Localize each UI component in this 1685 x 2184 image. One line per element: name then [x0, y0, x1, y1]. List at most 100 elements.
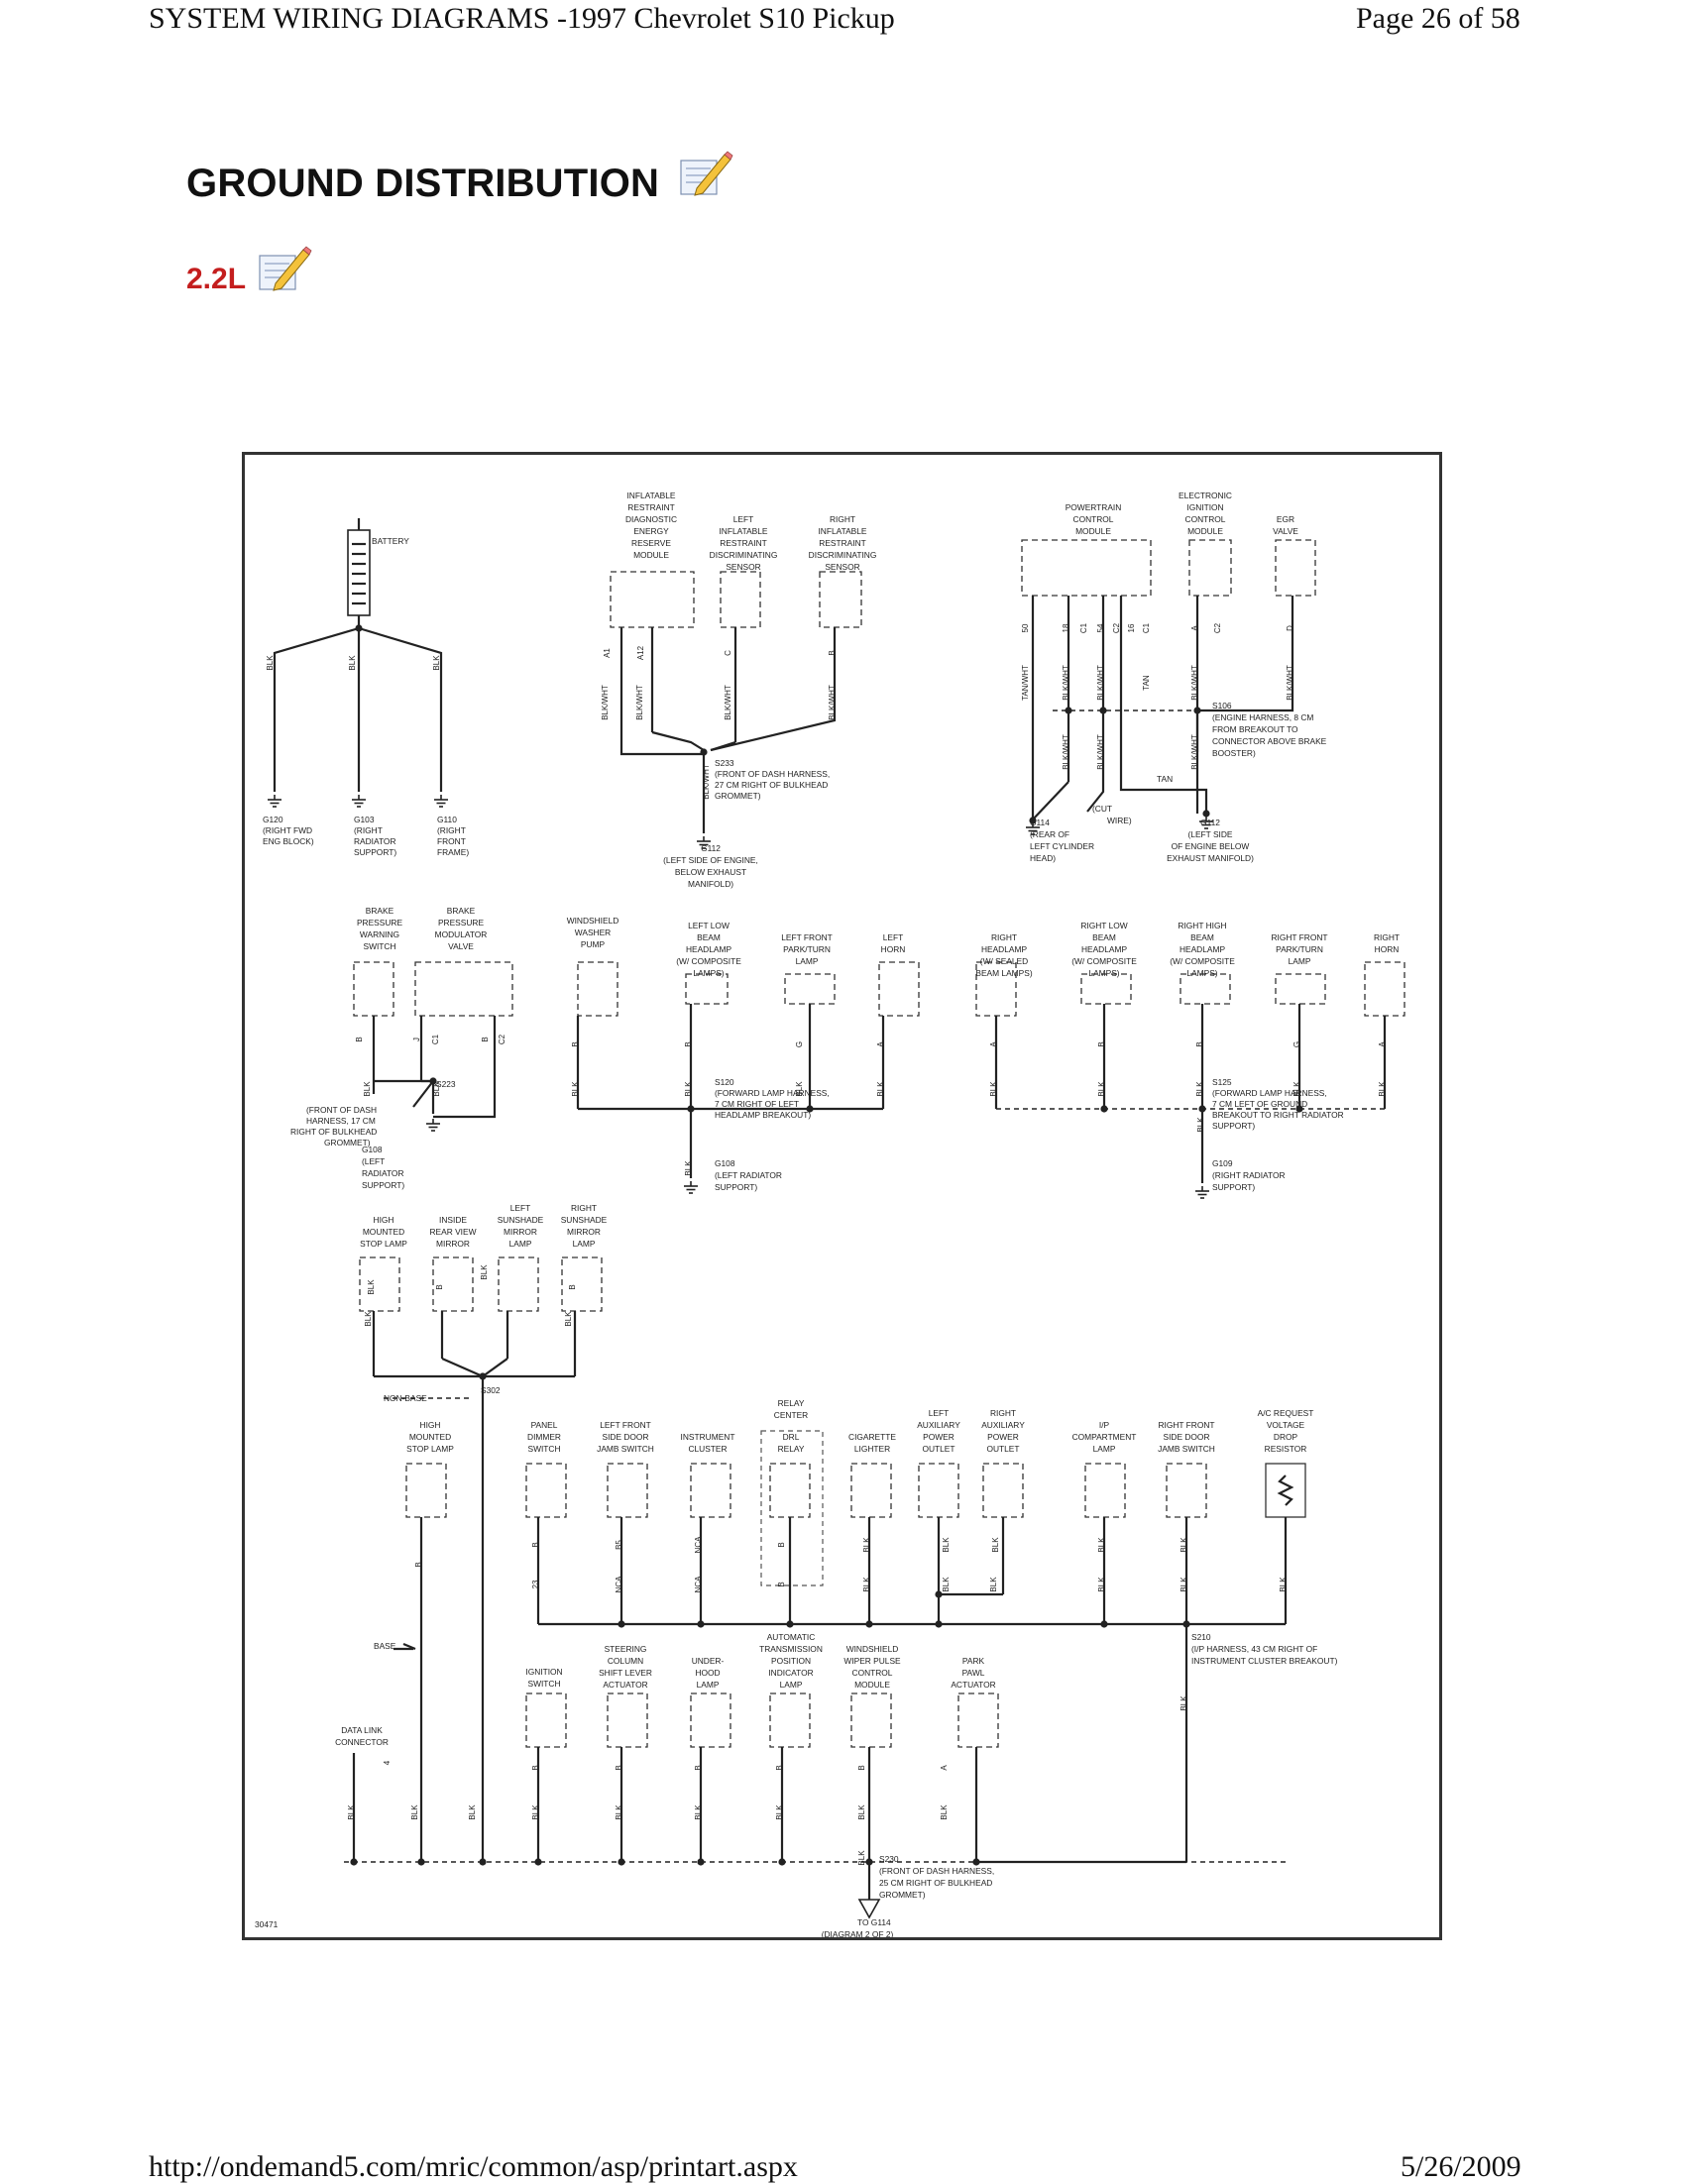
- wire-code-label: BLK: [989, 1577, 998, 1592]
- diagram-label: LEFT: [733, 514, 753, 524]
- wire-code-label: D: [1286, 625, 1294, 631]
- diagram-label: (REAR OF: [1030, 829, 1069, 839]
- diagram-label: MODULATOR: [435, 929, 488, 939]
- diagram-label: HEADLAMP: [981, 944, 1027, 954]
- wire-code-label: B: [435, 1284, 444, 1289]
- wire-code-label: B: [531, 1765, 540, 1770]
- arrow-down-icon: [857, 1899, 881, 1919]
- wire-code-label: 50: [1021, 623, 1030, 632]
- diagram-label: OUTLET: [922, 1444, 955, 1454]
- wire-segment: [619, 752, 704, 756]
- pencil-note-icon[interactable]: [256, 244, 313, 300]
- splice-dot: [534, 1858, 542, 1866]
- diagram-label: (LEFT SIDE: [1188, 829, 1233, 839]
- diagram-label: (FRONT OF DASH: [306, 1105, 377, 1115]
- wire-code-label: BLK: [991, 1537, 1000, 1553]
- page-title: GROUND DISTRIBUTION: [186, 162, 660, 205]
- diagram-label: G112: [1200, 818, 1220, 827]
- diagram-label: G108: [362, 1145, 383, 1154]
- wire-code-label: BLK: [942, 1537, 951, 1553]
- engine-subtitle: 2.2L: [186, 263, 247, 295]
- wire-segment: [482, 1358, 508, 1377]
- wire-code-label: BLK: [1292, 1081, 1301, 1097]
- diagram-label: FROM BREAKOUT TO: [1212, 724, 1298, 734]
- diagram-label: MIRROR: [436, 1239, 470, 1249]
- wire-code-label: BLK: [1097, 1577, 1106, 1592]
- diagram-label: S302: [481, 1385, 501, 1395]
- wire-code-label: B5: [615, 1540, 623, 1550]
- page-number: Page 26 of 58: [1356, 2, 1520, 35]
- diagram-label: SUPPORT): [362, 1180, 404, 1190]
- diagram-label: STOP LAMP: [360, 1239, 407, 1249]
- wire-segment: [1197, 709, 1294, 712]
- wire-code-label: B: [481, 1037, 490, 1041]
- diagram-label: INSTRUMENT: [681, 1432, 735, 1442]
- wire-segment: [651, 730, 705, 751]
- wire-segment: [358, 626, 443, 792]
- ground-symbol-icon: [433, 795, 449, 808]
- diagram-label: ENERGY: [633, 526, 669, 536]
- wire-code-label: BLK: [432, 655, 441, 671]
- wire-code-label: C1: [431, 1034, 440, 1044]
- diagram-label: I/P: [1099, 1420, 1110, 1430]
- diagram-label: IGNITION: [1186, 502, 1223, 512]
- pencil-note-icon[interactable]: [677, 149, 734, 205]
- diagram-label: CONNECTOR ABOVE BRAKE: [1212, 736, 1327, 746]
- splice-dot: [350, 1858, 358, 1866]
- diagram-label: BELOW EXHAUST: [675, 867, 746, 877]
- component-box: [1364, 961, 1405, 1017]
- diagram-label: GROMMET): [324, 1138, 371, 1147]
- wire-segment: [433, 1109, 497, 1119]
- component-box: [1166, 1463, 1207, 1518]
- wire-code-label: A: [989, 1041, 998, 1047]
- diagram-label: LEFT FRONT: [600, 1420, 651, 1430]
- source-url[interactable]: http://ondemand5.com/mric/common/asp/pri…: [149, 2150, 798, 2183]
- diagram-label: CONTROL: [852, 1668, 893, 1678]
- splice-dot: [865, 1620, 873, 1628]
- diagram-label: LAMP: [1093, 1444, 1116, 1454]
- diagram-label: (FRONT OF DASH HARNESS,: [879, 1866, 994, 1876]
- diagram-label: HEADLAMP: [1081, 944, 1127, 954]
- wire-code-label: BLK: [564, 1311, 573, 1327]
- ground-symbol-icon: [425, 1119, 441, 1132]
- component-box: [610, 571, 695, 628]
- diagram-label: PARK/TURN: [783, 944, 831, 954]
- diagram-label: ACTUATOR: [951, 1680, 995, 1690]
- diagram-label: OF ENGINE BELOW: [1172, 841, 1250, 851]
- diagram-label: INDICATOR: [768, 1668, 813, 1678]
- diagram-label: GROMMET): [879, 1890, 926, 1900]
- component-box: [607, 1693, 648, 1748]
- component-box: [359, 1256, 400, 1312]
- splice-dot: [786, 1620, 794, 1628]
- splice-dot: [1100, 1620, 1108, 1628]
- diagram-label: RELAY: [778, 1444, 805, 1454]
- component-box: [607, 1463, 648, 1518]
- splice-dot: [479, 1372, 487, 1380]
- wire-code-label: BLK: [347, 1804, 356, 1820]
- diagram-label: DROP: [1274, 1432, 1298, 1442]
- diagram-label: RESERVE: [631, 538, 671, 548]
- component-box: [353, 961, 394, 1017]
- diagram-label: RELAY: [778, 1398, 805, 1408]
- diagram-label: BEAM LAMPS): [975, 968, 1032, 978]
- wire-code-label: BLK: [363, 1081, 372, 1097]
- diagram-label: (RIGHT: [437, 825, 466, 835]
- splice-dot: [1295, 1105, 1303, 1113]
- diagram-label: (CUT: [1092, 804, 1112, 814]
- component-box: [690, 1693, 731, 1748]
- ground-symbol-icon: [683, 1181, 699, 1194]
- diagram-label: JAMB SWITCH: [1158, 1444, 1215, 1454]
- component-box: [850, 1693, 892, 1748]
- diagram-label: HARNESS, 17 CM: [306, 1116, 376, 1126]
- wire-code-label: C: [724, 650, 732, 656]
- diagram-label: RIGHT FRONT: [1158, 1420, 1214, 1430]
- wire-segment: [441, 1357, 484, 1378]
- diagram-label: CONTROL: [1185, 514, 1226, 524]
- diagram-label: SENSOR: [825, 562, 859, 572]
- wire-code-label: BLK: [684, 1081, 693, 1097]
- diagram-label: PRESSURE: [357, 918, 402, 928]
- component-box: [561, 1256, 603, 1312]
- diagram-label: 7 CM RIGHT OF LEFT: [715, 1099, 799, 1109]
- wire-code-label: BLK: [942, 1577, 951, 1592]
- ground-symbol-icon: [267, 795, 282, 808]
